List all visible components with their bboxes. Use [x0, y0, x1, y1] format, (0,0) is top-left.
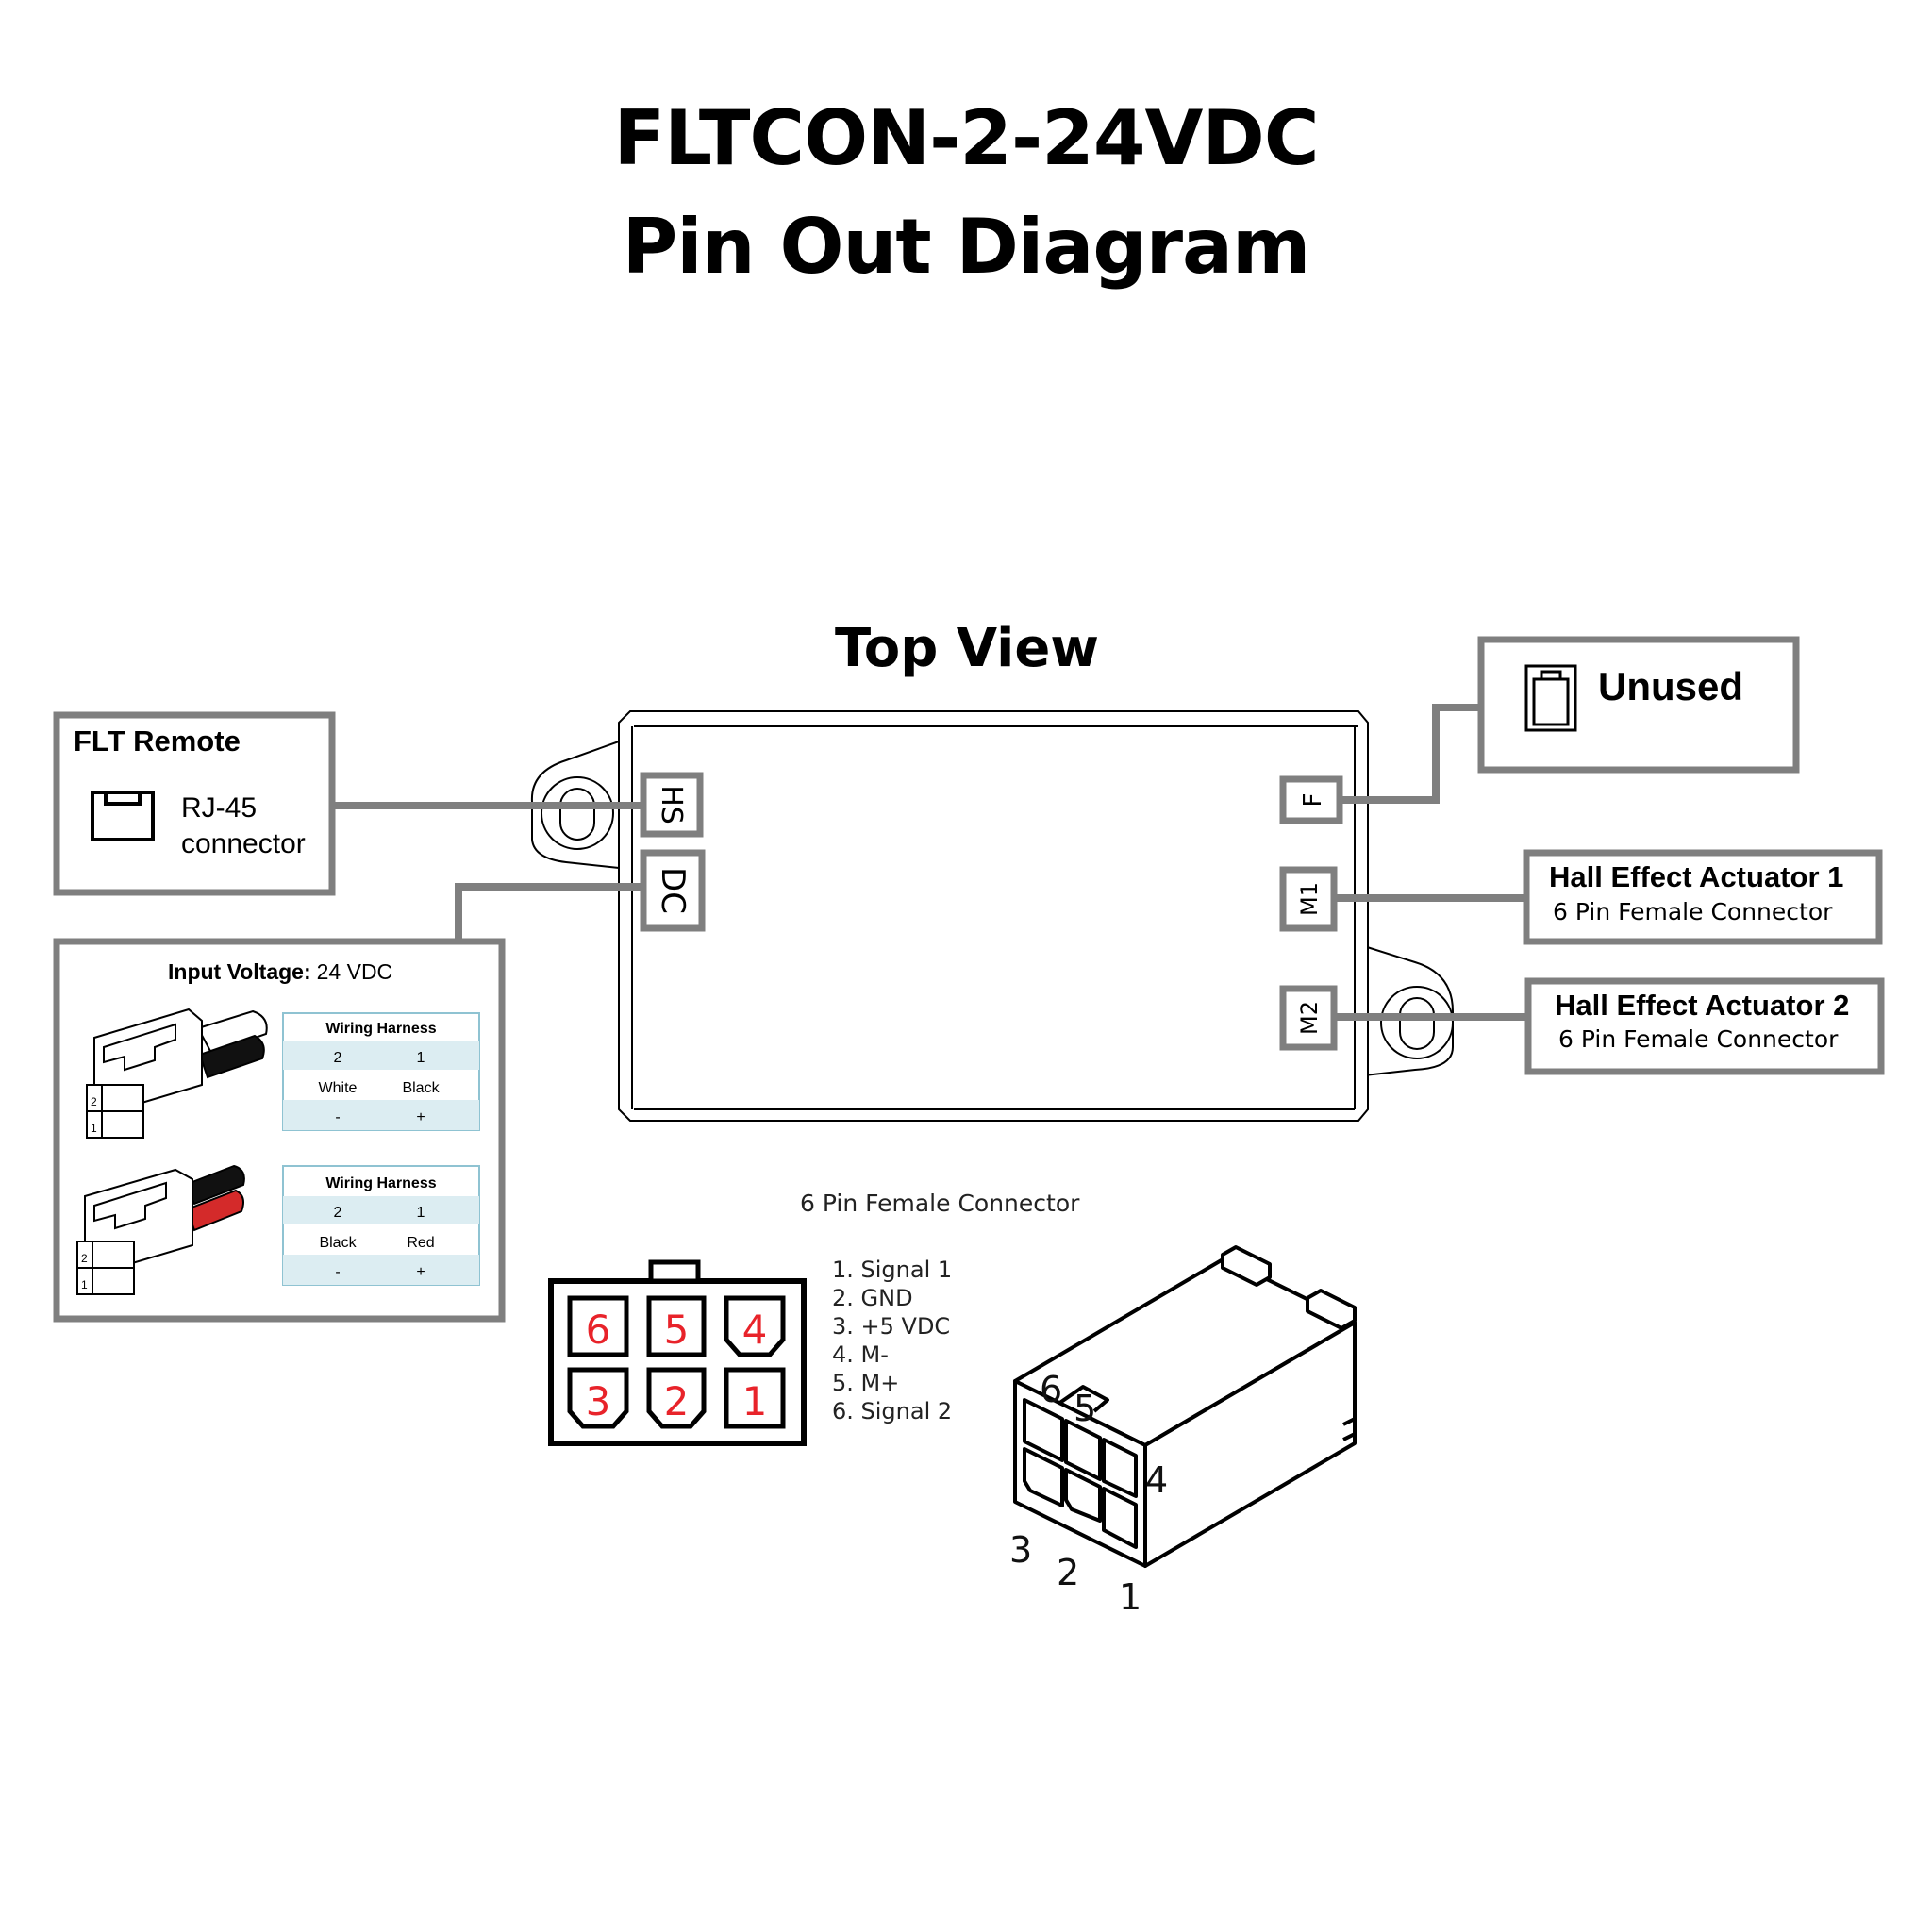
legend-item: 6. Signal 2 [832, 1398, 952, 1424]
harness-1-pin-b: 1 [417, 1050, 425, 1066]
unused-box: Unused [1477, 636, 1800, 774]
harness-2-pin-b: 1 [417, 1205, 425, 1221]
face-pin-3-cell [567, 1367, 629, 1429]
actuator-1-title: Hall Effect Actuator 1 [1549, 860, 1843, 893]
input-voltage-text: Input Voltage:24 VDC [168, 959, 392, 984]
face-pin-4-cell [724, 1295, 786, 1357]
legend-item: 3. +5 VDC [832, 1313, 950, 1340]
unused-label: Unused [1598, 664, 1743, 708]
six-pin-isometric-view [1013, 1245, 1357, 1568]
left-mounting-hole [541, 776, 614, 850]
face-pin-3: 3 [586, 1378, 611, 1424]
harness-2-title: Wiring Harness [325, 1175, 436, 1191]
legend-item: 4. M- [832, 1341, 889, 1368]
input-voltage-box: Input Voltage:24 VDC 2 1 Wiring Harness … [53, 938, 506, 1323]
face-pin-2: 2 [664, 1378, 690, 1424]
svg-text:M1: M1 [1296, 882, 1323, 916]
pin-legend: 1. Signal 1 2. GND 3. +5 VDC 4. M- 5. M+… [832, 1257, 952, 1424]
harness-2-polarity-a: - [335, 1264, 340, 1280]
iso-pin-2: 2 [1057, 1552, 1079, 1593]
six-pin-face-view: 6 5 4 3 2 1 [548, 1259, 807, 1446]
svg-text:HS: HS [655, 785, 688, 824]
phone-jack-icon [1524, 664, 1577, 732]
face-pin-2-cell [646, 1367, 707, 1429]
face-pin-1: 1 [742, 1378, 768, 1424]
harness-1-polarity-a: - [335, 1109, 340, 1125]
harness-1-color-b: Black [402, 1080, 440, 1096]
harness-2-pin-a: 2 [334, 1205, 342, 1221]
harness-1-polarity-b: + [416, 1109, 425, 1125]
line-dc-to-input [455, 883, 643, 941]
wiring-harness-table-2: Wiring Harness 2 1 Black Red - + [282, 1165, 480, 1286]
plug2-pin-1: 1 [81, 1278, 88, 1291]
iso-pin-4: 4 [1145, 1459, 1168, 1501]
svg-text:DC: DC [654, 867, 691, 914]
connection-lines [332, 704, 1528, 1021]
plug1-pin-2: 2 [91, 1095, 97, 1108]
port-m2: M2 [1279, 985, 1338, 1051]
legend-item: 5. M+ [832, 1370, 899, 1396]
plug1-pin-1: 1 [91, 1122, 97, 1135]
actuator-2-title: Hall Effect Actuator 2 [1555, 989, 1849, 1022]
face-pin-1-cell [724, 1367, 786, 1429]
face-pin-6: 6 [586, 1307, 611, 1353]
port-hs: HS [640, 772, 704, 838]
actuator-1-box: Hall Effect Actuator 1 6 Pin Female Conn… [1523, 849, 1883, 945]
rj45-icon [91, 791, 155, 841]
harness-1-pin-a: 2 [334, 1050, 342, 1066]
harness-2-polarity-b: + [416, 1264, 425, 1280]
flt-remote-line2: connector [181, 828, 306, 859]
harness-2-color-b: Red [407, 1235, 434, 1251]
six-pin-connector-title: 6 Pin Female Connector [800, 1190, 1080, 1217]
right-mounting-hole [1380, 986, 1454, 1059]
iso-pin-3: 3 [1009, 1529, 1032, 1571]
face-pin-6-cell [567, 1295, 629, 1357]
port-f: F [1279, 775, 1343, 824]
actuator-2-box: Hall Effect Actuator 2 6 Pin Female Conn… [1524, 977, 1885, 1075]
flt-remote-box: FLT Remote RJ-45 connector [53, 711, 336, 896]
top-view-label: Top View [835, 618, 1099, 679]
dc-plug-white-black [86, 1008, 268, 1139]
harness-2-color-a: Black [319, 1235, 357, 1251]
actuator-1-subtitle: 6 Pin Female Connector [1553, 898, 1833, 925]
legend-item: 1. Signal 1 [832, 1257, 952, 1283]
harness-1-title: Wiring Harness [325, 1021, 436, 1037]
face-pin-4: 4 [742, 1307, 768, 1353]
port-m1: M1 [1279, 866, 1338, 932]
line-f-to-unused [1340, 704, 1481, 804]
actuator-2-subtitle: 6 Pin Female Connector [1558, 1025, 1839, 1053]
legend-item: 2. GND [832, 1285, 913, 1311]
title-line-1: FLTCON-2-24VDC [613, 94, 1319, 182]
title-line-2: Pin Out Diagram [622, 203, 1311, 291]
isometric-pin-labels: 6 5 4 3 2 1 [1009, 1369, 1168, 1618]
flt-remote-line1: RJ-45 [181, 792, 257, 824]
face-pin-5: 5 [664, 1307, 690, 1353]
svg-text:F: F [1299, 793, 1327, 808]
face-pin-5-cell [646, 1295, 707, 1357]
harness-1-color-a: White [319, 1080, 358, 1096]
flt-remote-title: FLT Remote [74, 724, 241, 758]
wiring-harness-table-1: Wiring Harness 2 1 White Black - + [282, 1012, 480, 1131]
iso-pin-1: 1 [1119, 1576, 1141, 1618]
iso-pin-6: 6 [1040, 1369, 1062, 1410]
dc-plug-black-red [76, 1164, 245, 1295]
iso-pin-5: 5 [1074, 1388, 1096, 1429]
svg-text:M2: M2 [1296, 1001, 1323, 1035]
port-dc: DC [640, 849, 706, 932]
plug2-pin-2: 2 [81, 1252, 88, 1265]
